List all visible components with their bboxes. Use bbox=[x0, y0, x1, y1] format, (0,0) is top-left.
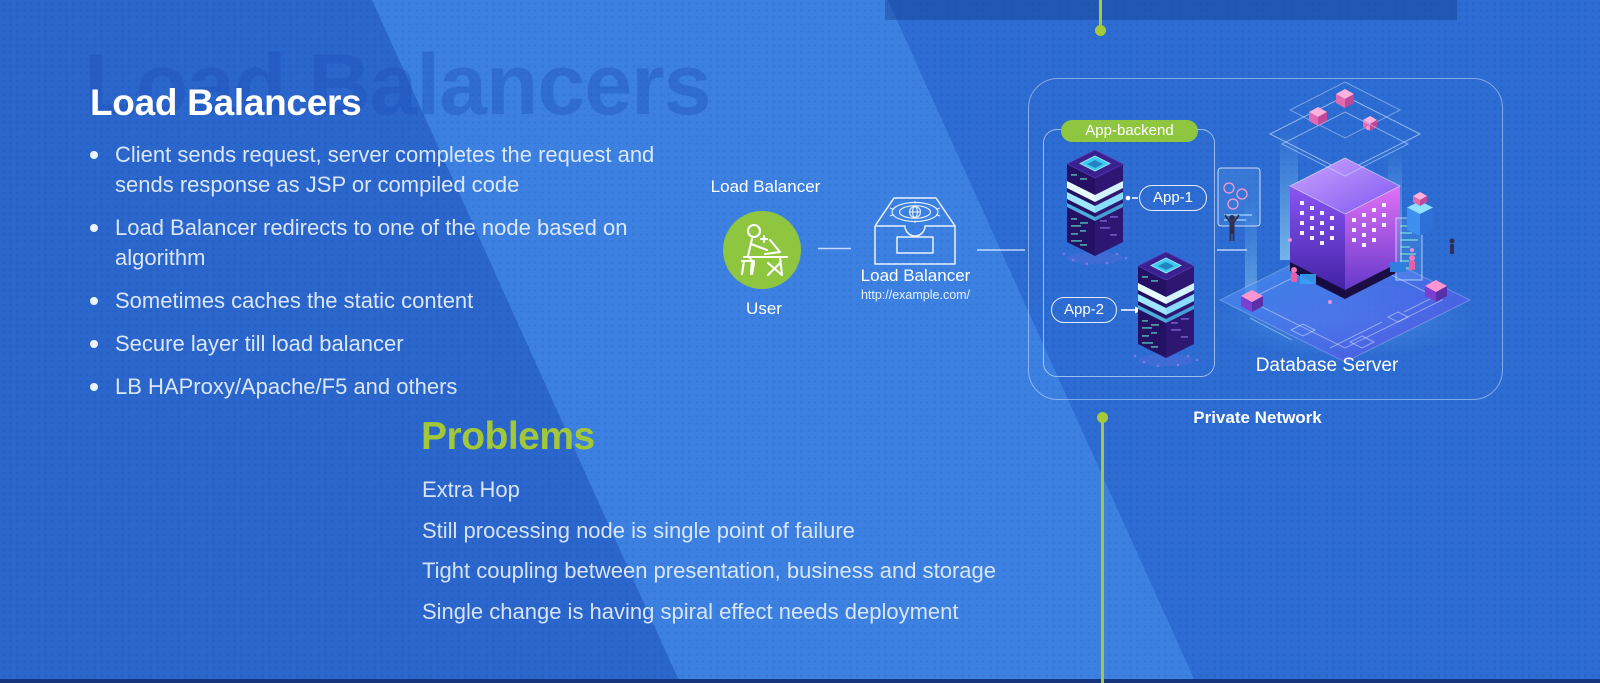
problem-item: Tight coupling between presentation, bus… bbox=[422, 558, 997, 583]
load-balancer-url: http://example.com/ bbox=[860, 288, 971, 302]
problems-list: Extra Hop Still processing node is singl… bbox=[422, 470, 996, 632]
app-backend-badge: App-backend bbox=[1061, 120, 1198, 142]
bullet-list: Client sends request, server completes t… bbox=[88, 140, 680, 415]
bullet-item: Secure layer till load balancer bbox=[88, 329, 680, 359]
app1-badge: App-1 bbox=[1139, 185, 1207, 211]
user-label: User bbox=[746, 299, 782, 318]
problem-item: Still processing node is single point of… bbox=[422, 517, 855, 543]
bullet-item: Sometimes caches the static content bbox=[88, 286, 680, 316]
app2-badge: App-2 bbox=[1051, 297, 1117, 323]
database-server-label: Database Server bbox=[1255, 355, 1399, 376]
app-backend-box bbox=[1043, 129, 1215, 377]
ghost-title: Load Balancers bbox=[84, 37, 711, 133]
green-line-top bbox=[1099, 0, 1102, 27]
problem-item: Extra Hop bbox=[422, 477, 520, 502]
bottom-dark-bar bbox=[0, 679, 1600, 683]
green-line-bottom bbox=[1101, 421, 1104, 683]
person-at-desk-icon bbox=[740, 223, 789, 277]
page-title: Load Balancers bbox=[90, 82, 362, 123]
bullet-item: Client sends request, server completes t… bbox=[88, 140, 680, 200]
top-dark-strip bbox=[885, 0, 1457, 20]
bullet-item: Load Balancer redirects to one of the no… bbox=[88, 213, 680, 273]
private-network-bracket bbox=[1028, 78, 1503, 400]
green-dot-top bbox=[1095, 25, 1106, 36]
user-avatar-circle bbox=[723, 211, 801, 289]
bullet-item: LB HAProxy/Apache/F5 and others bbox=[88, 372, 680, 402]
load-balancer-label: Load Balancer bbox=[860, 266, 971, 285]
private-network-label: Private Network bbox=[1193, 408, 1322, 427]
problems-heading: Problems bbox=[421, 415, 595, 458]
problem-item: Single change is having spiral effect ne… bbox=[422, 598, 959, 624]
green-dot-middle bbox=[1097, 412, 1108, 423]
flow-label: Load Balancer bbox=[710, 177, 821, 196]
